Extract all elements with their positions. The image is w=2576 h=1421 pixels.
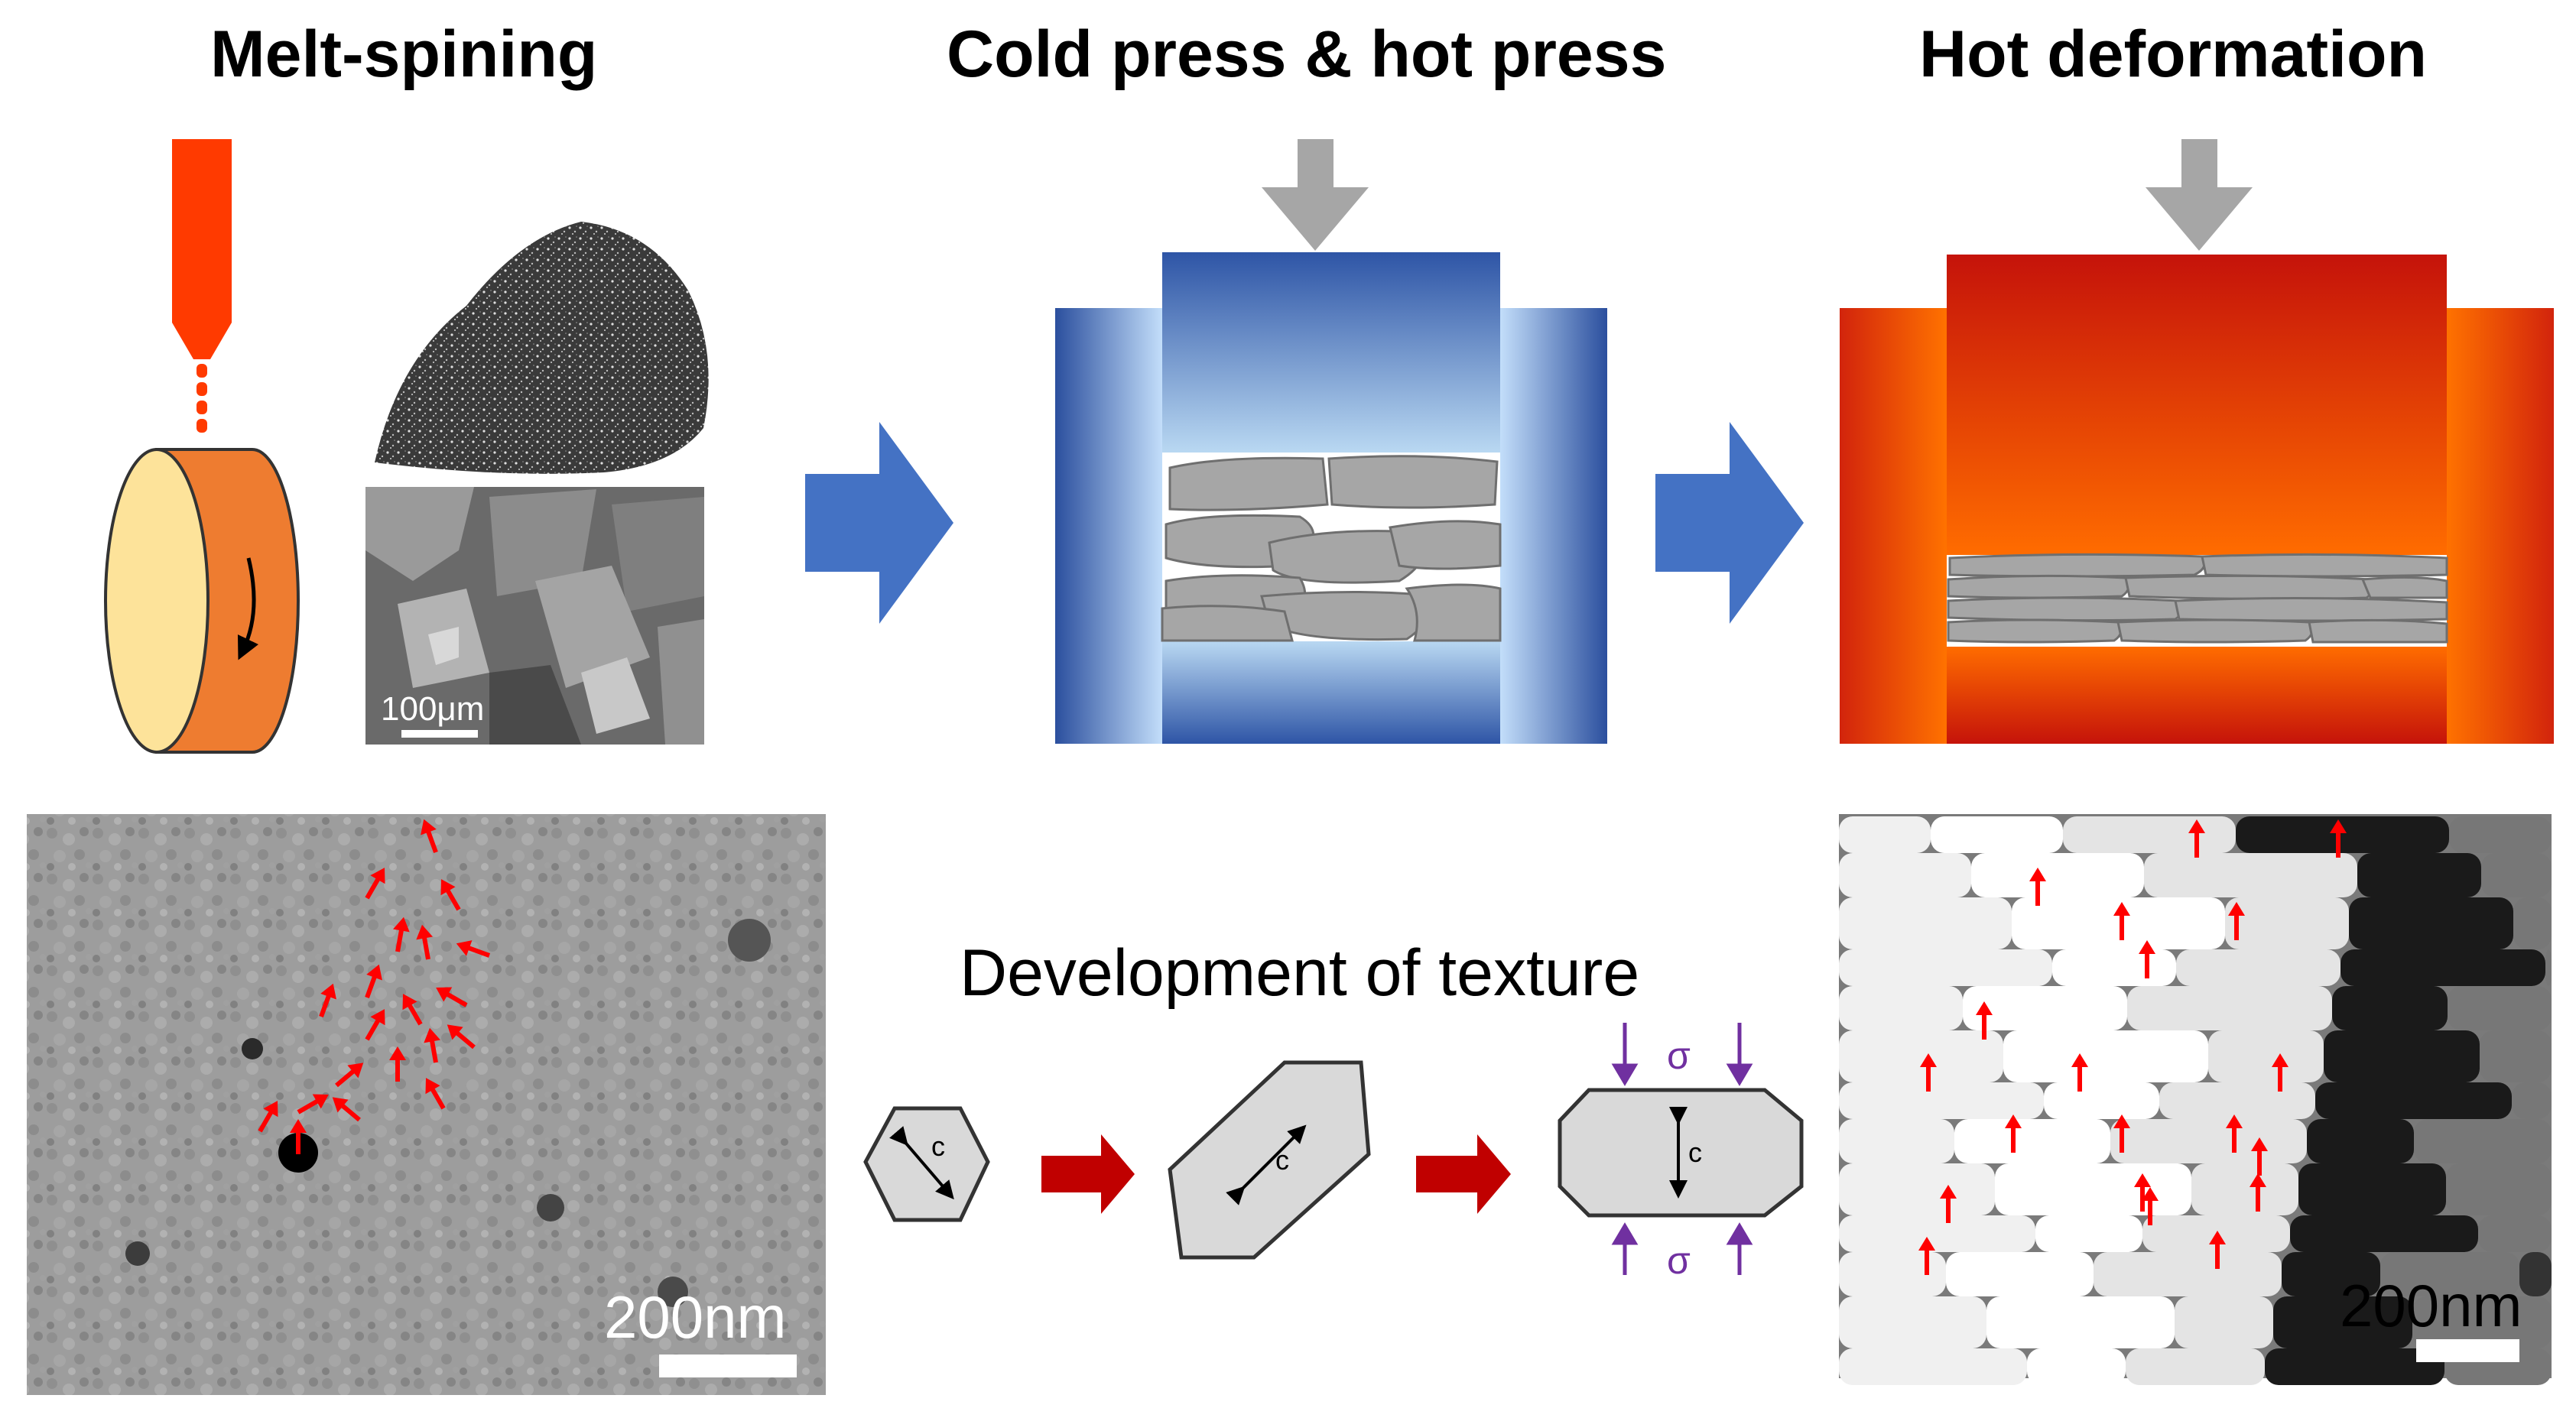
cold-die-left-wall	[1055, 308, 1162, 744]
arrow-marker-icon	[416, 924, 433, 960]
arrow-marker-icon	[2113, 1114, 2130, 1153]
spinning-wheel	[104, 448, 300, 754]
process-arrow-2-icon	[1655, 422, 1804, 624]
texture-arrow-2-icon	[1416, 1134, 1511, 1214]
c-axis-label-2: c	[1275, 1144, 1289, 1176]
hot-deformation-title: Hot deformation	[1919, 18, 2428, 91]
cold-upper-punch	[1162, 252, 1500, 453]
arrow-marker-icon	[436, 987, 468, 1007]
arrow-marker-icon	[290, 1119, 307, 1154]
texture-heading: Development of texture	[960, 936, 1639, 1010]
hot-die-left-wall	[1840, 308, 1947, 744]
arrow-marker-icon	[2272, 1053, 2289, 1092]
c-axis-arrow-2-icon	[1226, 1124, 1307, 1205]
arrow-marker-icon	[389, 1046, 406, 1082]
arrow-marker-icon	[2139, 940, 2155, 978]
hot-deformed-scale-bar	[2416, 1339, 2519, 1362]
arrow-marker-icon	[2209, 1231, 2226, 1269]
process-arrow-1-icon	[805, 422, 953, 624]
grain-markers-deformed	[1918, 819, 2347, 1275]
hot-die-right-wall	[2447, 308, 2554, 744]
c-axis-label-1: c	[931, 1131, 945, 1162]
arrow-marker-icon	[2251, 1137, 2268, 1176]
arrow-marker-icon	[2005, 1114, 2022, 1153]
cold-die-right-wall	[1500, 308, 1607, 744]
hot-deformed-grains	[1947, 553, 2448, 644]
arrow-marker-icon	[1920, 1053, 1937, 1092]
arrow-marker-icon	[421, 819, 438, 854]
arrow-marker-icon	[258, 1101, 278, 1133]
melt-spinning-title: Melt-spining	[210, 18, 598, 91]
melt-droplets	[197, 364, 207, 433]
arrow-marker-icon	[2226, 1114, 2243, 1153]
powder-scale-label: 100μm	[381, 690, 484, 728]
arrow-marker-icon	[335, 1063, 364, 1088]
platelet-grain	[1558, 1088, 1804, 1218]
sem-flake-micrograph: 100μm	[365, 487, 704, 745]
arrow-marker-icon	[365, 964, 382, 999]
arrow-marker-icon	[297, 1094, 329, 1114]
stress-arrows-top	[1611, 1023, 1753, 1086]
stress-arrows-bottom	[1611, 1222, 1753, 1275]
arrow-marker-icon	[393, 917, 410, 952]
arrow-marker-icon	[319, 983, 336, 1018]
arrow-marker-icon	[447, 1024, 476, 1050]
melt-spun-tem-micrograph: 200nm	[27, 814, 826, 1395]
hot-deformed-scale-label: 200nm	[2340, 1272, 2522, 1339]
lamellar-grains	[1839, 816, 2552, 1385]
nozzle-tip	[172, 323, 232, 359]
arrow-marker-icon	[440, 879, 461, 911]
arrow-marker-icon	[1976, 1001, 1993, 1040]
hot-deformed-tem-micrograph: 200nm	[1839, 814, 2552, 1385]
arrow-marker-icon	[2330, 819, 2347, 858]
cold-lower-punch	[1162, 641, 1500, 744]
c-axis-arrow-1-icon	[889, 1126, 954, 1200]
cold-hot-press-title: Cold press & hot press	[947, 18, 1667, 91]
powder-scale-bar	[401, 730, 478, 738]
arrow-marker-icon	[365, 868, 385, 900]
arrow-marker-icon	[2134, 1173, 2151, 1212]
melt-spinning-apparatus	[104, 139, 300, 754]
arrow-marker-icon	[2188, 819, 2205, 858]
stress-label-top: σ	[1667, 1034, 1691, 1077]
arrow-marker-icon	[1918, 1237, 1935, 1275]
arrow-marker-icon	[425, 1078, 446, 1110]
arrow-marker-icon	[365, 1009, 385, 1041]
arrow-marker-icon	[2250, 1173, 2266, 1212]
arrow-marker-icon	[332, 1097, 361, 1122]
arrow-marker-icon	[402, 994, 423, 1026]
press-arrow-1-icon	[1262, 139, 1369, 251]
hot-deformation-die	[1840, 139, 2554, 744]
texture-development-schematic: Development of texture c c c σ σ	[863, 936, 1804, 1282]
press-arrow-2-icon	[2146, 139, 2253, 251]
stress-label-bottom: σ	[1667, 1239, 1691, 1282]
arrow-marker-icon	[1940, 1185, 1957, 1223]
arrow-marker-icon	[2113, 902, 2130, 940]
powder-image	[375, 222, 709, 474]
arrow-marker-icon	[2071, 1053, 2088, 1092]
cold-pressed-grains	[1161, 455, 1502, 642]
hot-upper-punch	[1947, 255, 2447, 555]
arrow-marker-icon	[456, 940, 491, 958]
arrow-marker-icon	[424, 1027, 440, 1063]
hot-lower-punch	[1947, 647, 2447, 744]
rotation-arrow-icon	[237, 557, 259, 660]
arrow-marker-icon	[2228, 902, 2245, 940]
arrow-marker-icon	[2029, 868, 2046, 906]
nozzle	[172, 139, 232, 323]
texture-arrow-1-icon	[1041, 1134, 1135, 1214]
melt-spun-scale-bar	[659, 1354, 797, 1377]
grain-markers	[258, 819, 491, 1154]
melt-spun-scale-label: 200nm	[604, 1283, 787, 1351]
equiaxed-grain	[863, 1106, 990, 1222]
c-axis-label-3: c	[1688, 1137, 1702, 1168]
arrow-marker-icon	[2142, 1187, 2159, 1225]
cold-press-die	[1055, 139, 1607, 744]
